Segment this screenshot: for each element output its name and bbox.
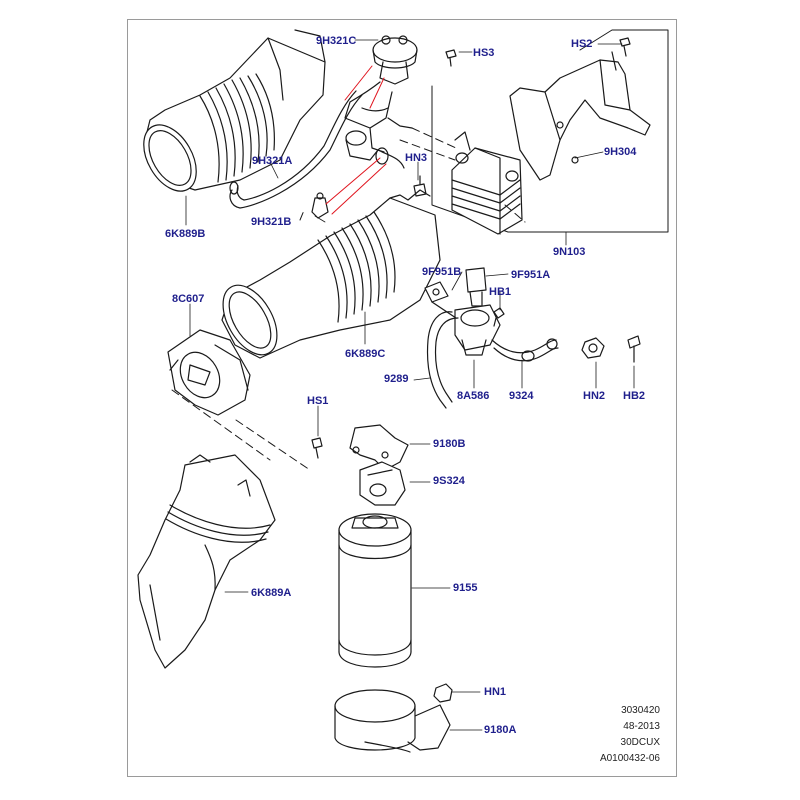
callout-9h321a: 9H321A	[252, 155, 293, 167]
part-9h321c-valve	[344, 35, 418, 169]
assembly-box-9n103	[431, 29, 669, 233]
callout-9f951a: 9F951A	[511, 269, 551, 281]
callout-9155: 9155	[453, 582, 478, 594]
callout-6k889c: 6K889C	[345, 348, 386, 360]
part-hb1-bolt	[493, 307, 505, 327]
callout-9180a: 9180A	[484, 724, 517, 736]
callout-9h321b: 9H321B	[251, 216, 292, 228]
callout-9289: 9289	[384, 373, 409, 385]
part-hb2-bolt	[627, 335, 641, 363]
callout-leaders	[185, 39, 635, 731]
part-hs3-screw	[445, 49, 457, 67]
callout-9h321c: 9H321C	[316, 35, 357, 47]
part-hs1-screw	[311, 437, 323, 459]
callout-9f951b: 9F951B	[422, 266, 462, 278]
callout-hs3: HS3	[473, 47, 495, 59]
part-9n103-fuel-cooler	[451, 131, 523, 235]
callout-hs1: HS1	[307, 395, 329, 407]
callout-9h304: 9H304	[604, 146, 637, 158]
part-6k889c-hose	[221, 189, 441, 359]
part-9f951a-sensor	[465, 267, 487, 307]
callout-9324: 9324	[509, 390, 534, 402]
callout-hn1: HN1	[484, 686, 507, 698]
callout-9s324: 9S324	[433, 475, 465, 487]
callout-6k889b: 6K889B	[165, 228, 206, 240]
callout-9180b: 9180B	[433, 438, 466, 450]
part-9289-hose	[426, 311, 459, 409]
callout-hs2: HS2	[571, 38, 593, 50]
part-hn1-nut	[433, 683, 453, 703]
part-9s324-bracket	[359, 461, 406, 506]
callout-hb1: HB1	[489, 286, 512, 298]
callout-hn2: HN2	[583, 390, 606, 402]
footer-line-1: 3030420	[621, 705, 660, 716]
part-8c607-adapter	[167, 329, 251, 416]
callout-9n103: 9N103	[553, 246, 586, 258]
callout-8a586: 8A586	[457, 390, 490, 402]
footer-line-4: A0100432-06	[599, 753, 660, 764]
footer-line-2: 48-2013	[623, 721, 660, 732]
part-8a586-valve	[431, 301, 501, 356]
part-9h321a-pipe	[229, 90, 363, 209]
callout-hb2: HB2	[623, 390, 646, 402]
part-9h304-bracket	[509, 51, 651, 181]
callout-hn3: HN3	[405, 152, 428, 164]
part-9h321b-connector	[311, 192, 329, 219]
part-hn2-nut	[581, 337, 605, 359]
part-hs2-screw	[619, 37, 631, 57]
footer-line-3: 30DCUX	[620, 737, 660, 748]
part-9324-hose	[491, 338, 559, 362]
dashed-alignment-lines	[171, 127, 526, 471]
part-9180a-clamp	[334, 689, 451, 753]
callout-8c607: 8C607	[172, 293, 205, 305]
part-6k889b-intake-hose	[143, 29, 326, 192]
red-leader-lines	[325, 65, 387, 215]
part-9f951b-sensor	[424, 281, 449, 303]
part-9155-fuel-filter	[338, 513, 412, 668]
part-6k889a-duct	[137, 454, 276, 669]
callout-6k889a: 6K889A	[251, 587, 292, 599]
part-9180b-bracket	[349, 424, 409, 471]
